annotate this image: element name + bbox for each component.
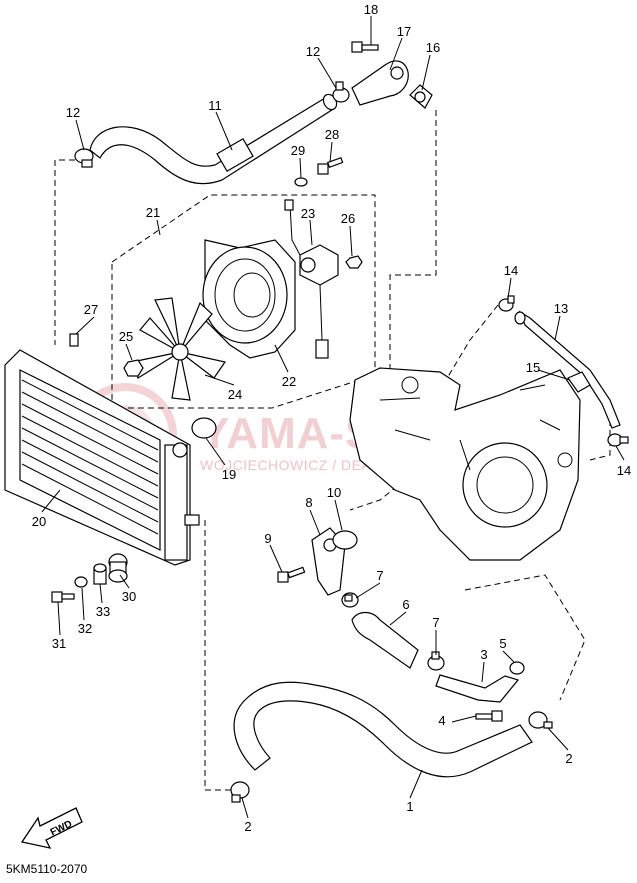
o-ring-5	[509, 661, 525, 675]
callout-14-lower: 14	[617, 463, 631, 478]
callout-7-upper: 7	[376, 568, 383, 583]
callout-19: 19	[222, 467, 236, 482]
bolt-9	[277, 566, 306, 583]
callout-20: 20	[32, 514, 46, 529]
lower-hose	[233, 681, 533, 778]
callout-24: 24	[228, 387, 242, 402]
bolt-28	[317, 156, 344, 175]
collar-33	[93, 563, 107, 585]
callout-2-left: 2	[244, 819, 251, 834]
clip-27	[69, 333, 79, 347]
fan-blade	[131, 297, 226, 401]
callout-23: 23	[301, 206, 315, 221]
callout-25: 25	[119, 329, 133, 344]
callout-14-upper: 14	[504, 263, 518, 278]
callout-28: 28	[325, 127, 339, 142]
hose-clamp-2-left	[230, 781, 250, 803]
callout-11: 11	[208, 98, 222, 113]
callout-6: 6	[402, 597, 409, 612]
callout-18: 18	[364, 2, 378, 17]
callout-10: 10	[327, 485, 341, 500]
radiator-cap	[191, 417, 217, 439]
callout-33: 33	[96, 604, 110, 619]
fan-shroud	[202, 239, 296, 359]
callout-29: 29	[291, 143, 305, 158]
radiator	[4, 349, 200, 566]
callout-2-right: 2	[565, 751, 572, 766]
grommet-30	[108, 553, 128, 583]
callout-4: 4	[438, 713, 445, 728]
nut-25	[123, 359, 144, 377]
callout-5: 5	[499, 636, 506, 651]
temp-sensor-16	[409, 84, 433, 109]
callout-7-lower: 7	[432, 615, 439, 630]
hose-clamp-2-right	[528, 711, 553, 729]
callout-12-upper-right: 12	[306, 44, 320, 59]
radiator-core-fins	[21, 379, 159, 535]
fwd-arrow-icon: FWD	[20, 807, 83, 849]
callout-22: 22	[282, 374, 296, 389]
diagram-code: 5KM5110-2070	[6, 862, 88, 876]
bracket-15	[567, 371, 591, 393]
bolt-18	[351, 41, 379, 53]
o-ring-10	[332, 530, 358, 550]
nut-26	[345, 255, 363, 269]
hose-6	[351, 611, 419, 669]
bolt-31	[51, 591, 75, 603]
hose-clamp-upper-right	[332, 81, 350, 103]
callout-31: 31	[52, 636, 66, 651]
callout-27: 27	[84, 302, 98, 317]
hose-clamp-upper-left	[74, 148, 94, 168]
callout-1: 1	[406, 799, 413, 814]
engine-block	[349, 367, 581, 561]
hose-clamp-14-lower	[607, 433, 629, 447]
routing-lines	[54, 110, 611, 791]
callout-32: 32	[78, 621, 92, 636]
callout-30: 30	[122, 589, 136, 604]
hose-clamp-14-upper	[498, 295, 515, 312]
callout-16: 16	[426, 40, 440, 55]
pipe-3	[435, 674, 520, 703]
callout-15: 15	[526, 360, 540, 375]
bypass-pipe-13	[514, 310, 621, 429]
callout-labels: 18 17 16 12 12 11 28 29 21 23 26 14 13 2…	[32, 2, 631, 834]
washer-29	[294, 177, 308, 187]
callout-26: 26	[341, 211, 355, 226]
fan-motor	[284, 199, 339, 359]
callout-17: 17	[397, 24, 411, 39]
bolt-4	[475, 710, 503, 722]
callout-3: 3	[480, 647, 487, 662]
washer-32	[74, 576, 88, 588]
callout-12-upper-left: 12	[66, 105, 80, 120]
leader-lines	[41, 16, 625, 819]
thermostat-outlet	[351, 60, 409, 106]
hose-clamp-7-lower	[427, 651, 445, 671]
callout-8: 8	[305, 495, 312, 510]
hose-clamp-7-upper	[341, 592, 359, 608]
callout-9: 9	[264, 531, 271, 546]
callout-13: 13	[554, 301, 568, 316]
callout-21: 21	[146, 205, 160, 220]
